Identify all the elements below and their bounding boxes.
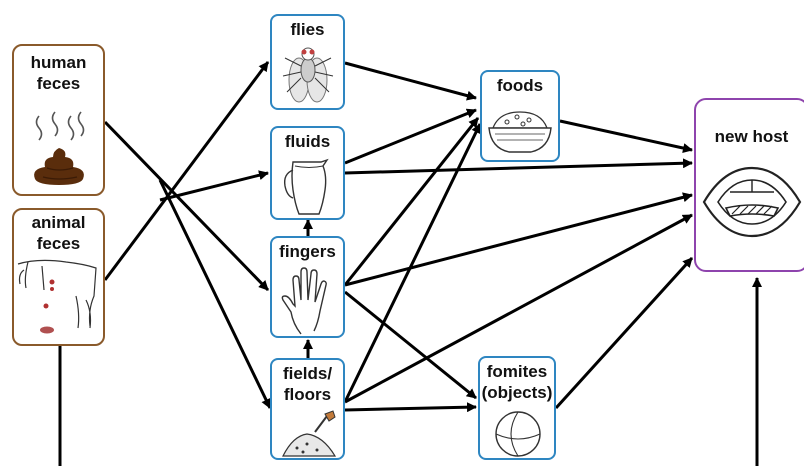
- edge-fields-to-fomites: [344, 402, 477, 413]
- edge-animal-feces-to-fluids: [159, 170, 269, 202]
- edge-foods-to-new-host: [559, 119, 693, 153]
- node-fingers-label: fingers: [279, 242, 336, 261]
- poop-icon: [34, 111, 85, 185]
- node-fluids-label: fluids: [284, 132, 331, 151]
- node-foods: foods: [480, 70, 560, 162]
- node-foods-label: foods: [496, 76, 544, 95]
- edge-fomites-to-new-host: [554, 256, 694, 410]
- edge-human-feces-to-fingers: [103, 120, 270, 292]
- edge-fields-to-new-host: [344, 213, 693, 404]
- node-flies-label: flies: [290, 20, 325, 39]
- mouth-icon: [702, 166, 802, 238]
- ball-icon: [495, 411, 541, 457]
- edge-fields-to-foods: [343, 123, 482, 403]
- edge-fluids-to-foods: [344, 108, 477, 165]
- pitcher-icon: [283, 158, 329, 215]
- fly-icon: [282, 47, 334, 103]
- node-fields-floors-label: fields/ floors: [282, 364, 333, 404]
- cow-icon: [17, 259, 97, 334]
- edge-human-feces-to-fields: [158, 179, 272, 409]
- node-animal-feces-label: animal feces: [31, 213, 86, 253]
- hand-icon: [281, 267, 327, 335]
- node-flies: flies: [270, 14, 345, 110]
- rice-bowl-icon: [488, 111, 552, 153]
- soil-shovel-icon: [282, 410, 337, 457]
- node-new-host-label: new host: [714, 127, 789, 146]
- node-animal-feces: animal feces: [12, 208, 105, 346]
- edge-flies-to-foods: [344, 61, 477, 101]
- edge-fingers-to-new-host: [344, 192, 693, 287]
- node-fields-floors: fields/ floors: [270, 358, 345, 460]
- node-fomites: fomites (objects): [478, 356, 556, 460]
- edge-animal-feces-to-flies: [103, 61, 270, 281]
- node-fluids: fluids: [270, 126, 345, 220]
- node-human-feces: human feces: [12, 44, 105, 196]
- node-fingers: fingers: [270, 236, 345, 338]
- node-human-feces-label: human feces: [30, 53, 87, 93]
- edge-fluids-to-new-host: [344, 158, 693, 175]
- node-new-host: new host: [694, 98, 804, 272]
- node-fomites-label: fomites (objects): [481, 362, 553, 402]
- edge-fingers-to-foods: [343, 117, 480, 286]
- edge-fingers-to-fomites: [344, 290, 477, 400]
